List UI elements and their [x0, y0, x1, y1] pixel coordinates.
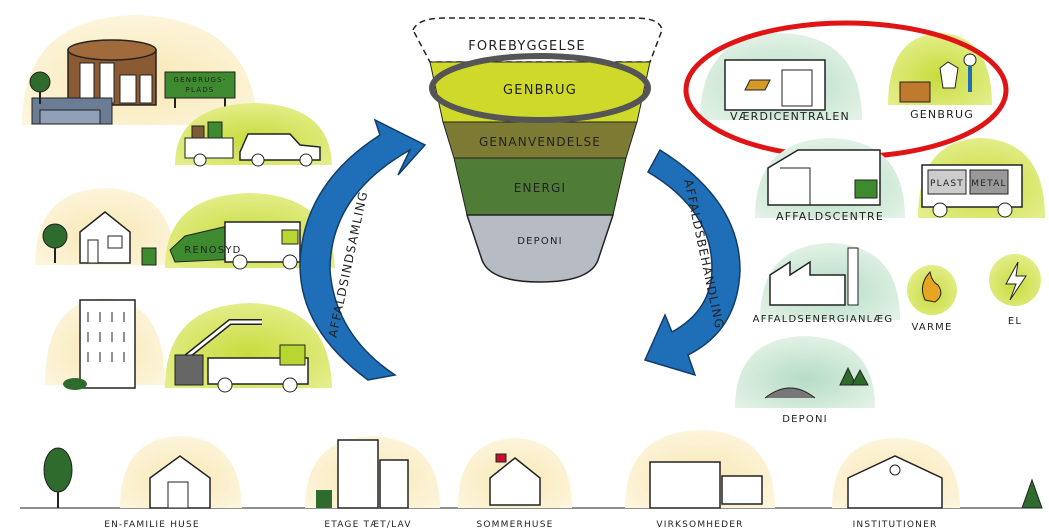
electricity-label: EL	[1008, 316, 1022, 327]
waste-centers-label: AFFALDSCENTRE	[776, 210, 884, 223]
bottom-row: EN-FAMILIE HUSE ETAGE TÆT/LAV SOMMERHUSE…	[20, 430, 1043, 530]
metal-label: METAL	[971, 179, 1006, 189]
single-family-houses: EN-FAMILIE HUSE	[43, 436, 242, 530]
reuse-label: GENBRUG	[910, 108, 974, 121]
businesses: VIRKSOMHEDER	[625, 430, 775, 530]
waste-hierarchy-pyramid: FOREBYGGELSE GENBRUG GENANVENDELSE ENERG…	[412, 17, 663, 283]
level-reuse-label: GENBRUG	[503, 83, 577, 98]
landfill-scene: DEPONI	[735, 336, 875, 425]
reuse-highlight-ellipse	[429, 53, 651, 123]
institutions: INSTITUTIONER	[832, 438, 1043, 530]
level-energy-label: ENERGI	[514, 181, 567, 195]
recycling-center-scene: GENBRUGS- PLADS	[22, 15, 258, 125]
heat-label: VARME	[912, 322, 953, 333]
landfill-label: DEPONI	[782, 414, 828, 425]
businesses-label: VIRKSOMHEDER	[656, 520, 743, 530]
recycling-sign-line-2: PLADS	[186, 86, 215, 94]
waste-to-energy-scene: AFFALDSENERGIANLÆG	[753, 243, 900, 325]
value-center-label: VÆRDICENTRALEN	[730, 110, 850, 123]
level-prevention-label: FOREBYGGELSE	[468, 39, 586, 54]
treatment-arrow: AFFALDSBEHANDLING	[643, 148, 741, 377]
car-trailer-scene	[175, 103, 332, 167]
garbage-truck-scene: RENOSYD	[165, 193, 335, 270]
level-landfill	[465, 214, 615, 283]
apartment-scene	[45, 298, 165, 390]
waste-centers-scene: AFFALDSCENTRE	[755, 138, 905, 223]
electricity-scene: EL	[989, 254, 1041, 327]
level-landfill-label: DEPONI	[517, 236, 563, 247]
summer-houses: SOMMERHUSE	[458, 438, 572, 530]
level-recycling-label: GENANVENDELSE	[479, 135, 601, 149]
crane-truck-scene	[165, 303, 332, 393]
plastic-label: PLAST	[930, 179, 964, 189]
waste-to-energy-label: AFFALDSENERGIANLÆG	[753, 314, 894, 325]
heat-scene: VARME	[907, 265, 957, 333]
value-center-scene: VÆRDICENTRALEN	[700, 33, 862, 123]
recycling-sign-line-1: GENBRUGS-	[173, 76, 226, 84]
single-family-houses-label: EN-FAMILIE HUSE	[104, 520, 200, 530]
reuse-scene: GENBRUG	[888, 33, 992, 121]
summer-houses-label: SOMMERHUSE	[476, 520, 553, 530]
institutions-label: INSTITUTIONER	[853, 520, 938, 530]
family-house-scene	[35, 188, 175, 266]
truck-label: RENOSYD	[184, 245, 241, 256]
level-prevention	[412, 17, 663, 63]
apartments-terraced-label: ETAGE TÆT/LAV	[324, 520, 411, 530]
plastic-metal-truck-scene: PLAST METAL	[918, 138, 1045, 218]
apartments-terraced: ETAGE TÆT/LAV	[305, 436, 440, 530]
